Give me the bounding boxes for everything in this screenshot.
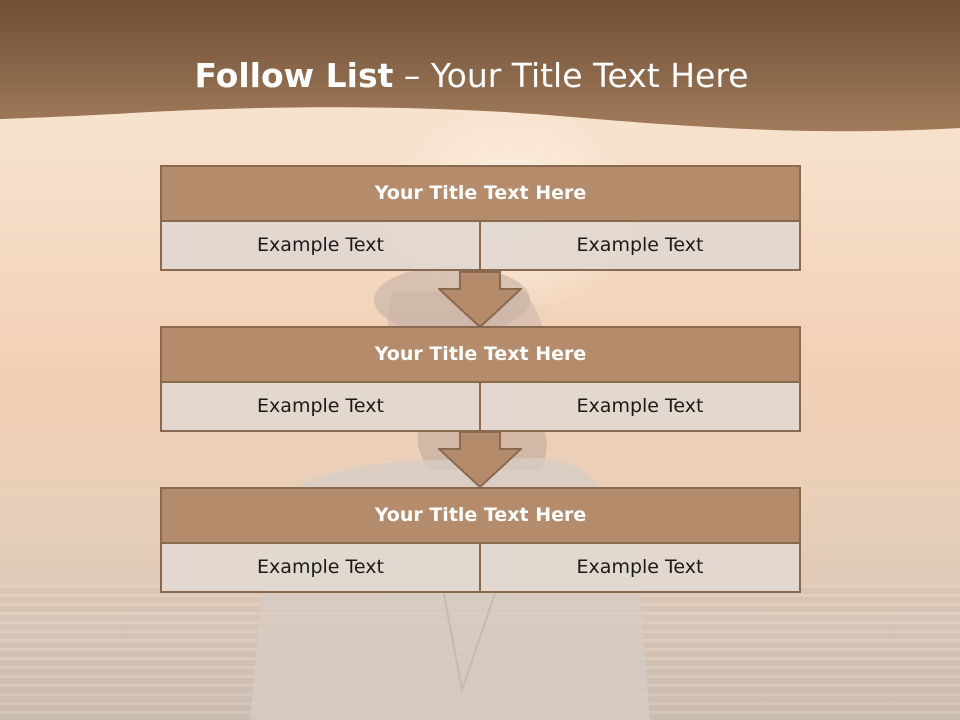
title-dash: – bbox=[393, 56, 431, 95]
list-block: Your Title Text Here Example Text Exampl… bbox=[160, 487, 801, 593]
block-cell-right: Example Text bbox=[479, 222, 801, 271]
block-title: Your Title Text Here bbox=[160, 487, 801, 544]
block-cell-right: Example Text bbox=[479, 383, 801, 432]
header-band bbox=[0, 0, 960, 132]
down-arrow-icon bbox=[438, 271, 522, 328]
block-cell-left: Example Text bbox=[160, 383, 481, 432]
block-cell-left: Example Text bbox=[160, 222, 481, 271]
down-arrow-icon bbox=[438, 431, 522, 488]
title-bold-part: Follow List bbox=[194, 56, 394, 95]
title-rest: Your Title Text Here bbox=[430, 56, 749, 95]
list-block: Your Title Text Here Example Text Exampl… bbox=[160, 326, 801, 432]
block-cell-left: Example Text bbox=[160, 544, 481, 593]
block-title: Your Title Text Here bbox=[160, 165, 801, 222]
page-title: Follow List – Your Title Text Here bbox=[0, 52, 943, 100]
block-title: Your Title Text Here bbox=[160, 326, 801, 383]
list-block: Your Title Text Here Example Text Exampl… bbox=[160, 165, 801, 271]
block-cell-right: Example Text bbox=[479, 544, 801, 593]
